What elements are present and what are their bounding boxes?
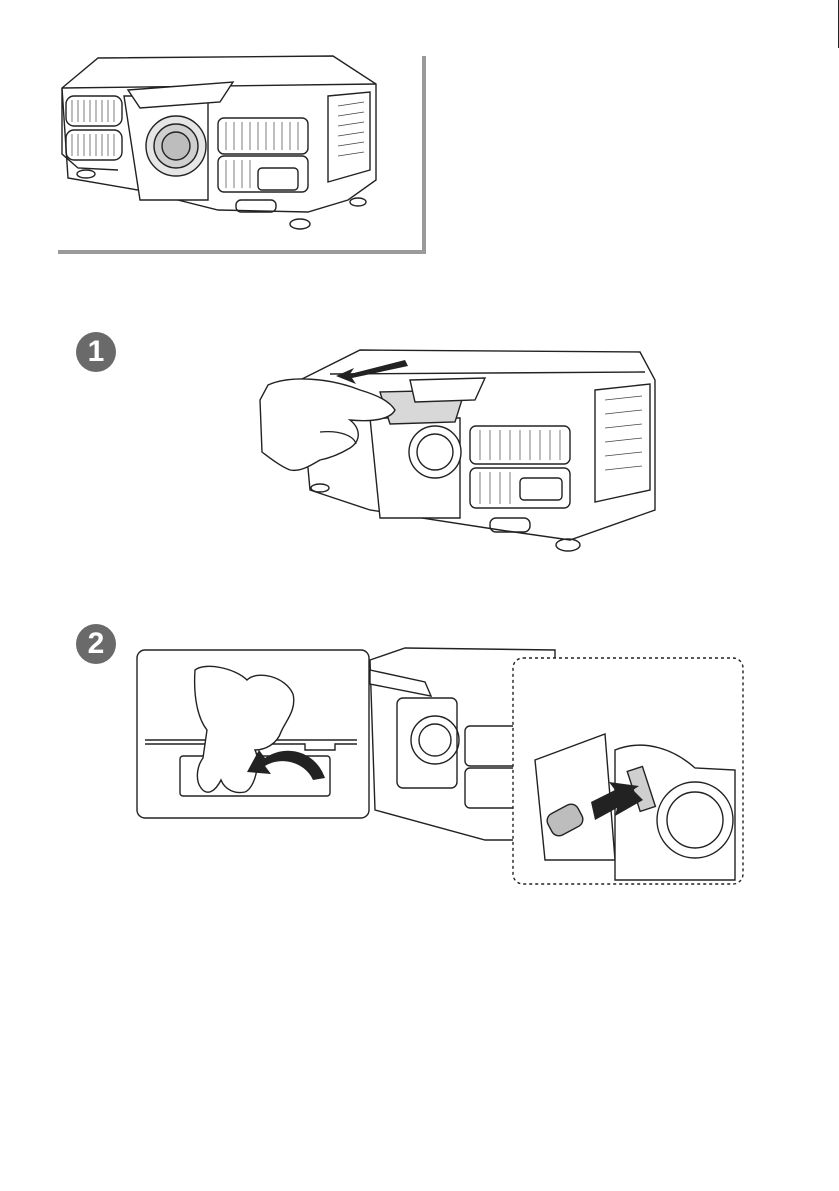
- step-1-badge: 1: [76, 332, 116, 372]
- projector-overview-illustration: [58, 50, 428, 255]
- remove-cover-illustration: [250, 340, 670, 570]
- step-number: 2: [88, 627, 105, 660]
- release-lever-illustration: [135, 640, 750, 890]
- step-2-badge: 2: [76, 624, 116, 664]
- step-number: 1: [88, 335, 105, 368]
